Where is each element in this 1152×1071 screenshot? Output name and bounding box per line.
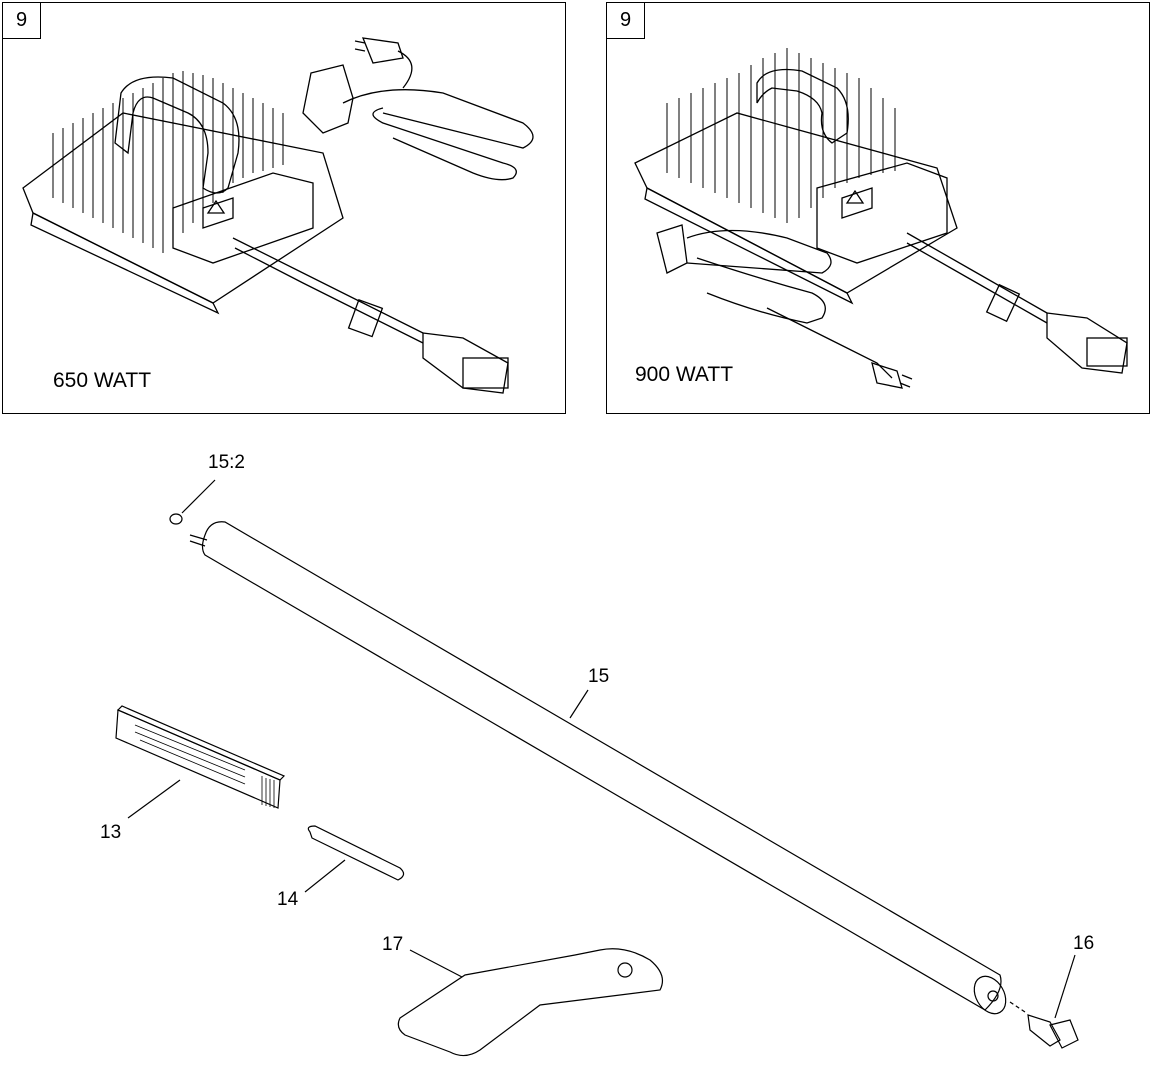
charger-650-drawing	[22, 37, 534, 394]
panel-item-tag: 9	[607, 3, 645, 39]
charger-650-panel: 9	[2, 2, 566, 414]
watt-caption: 650 WATT	[53, 369, 152, 392]
callout-17: 17	[382, 934, 404, 955]
callout-16: 16	[1073, 933, 1095, 954]
watt-caption: 900 WATT	[635, 363, 734, 386]
callout-13: 13	[100, 822, 122, 843]
callout-15: 15	[588, 666, 610, 687]
charger-900-drawing	[634, 48, 1128, 389]
rod-body	[201, 521, 1002, 1011]
callout-15-2: 15:2	[208, 452, 245, 473]
charger-900-panel: 9	[606, 2, 1150, 414]
panel-item-tag: 9	[3, 3, 41, 39]
callout-14: 14	[277, 889, 299, 910]
